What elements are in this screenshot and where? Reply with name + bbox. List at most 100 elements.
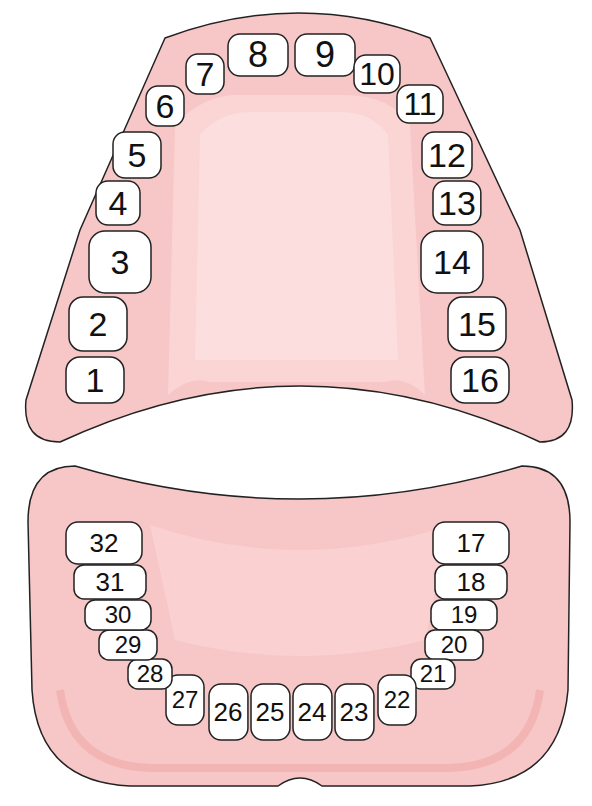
tooth-number: 11 — [403, 88, 436, 120]
tooth: 10 — [353, 54, 401, 94]
tooth-number: 8 — [248, 37, 268, 73]
palate — [168, 95, 425, 395]
tooth-shape — [74, 565, 146, 599]
tooth-shape — [421, 231, 483, 293]
tooth-number: 6 — [156, 89, 175, 123]
tooth-number: 1 — [86, 363, 105, 397]
tooth-shape — [128, 659, 172, 689]
tooth-shape — [422, 132, 472, 178]
tooth-number: 24 — [298, 699, 327, 725]
tooth-shape — [433, 181, 481, 225]
tooth-shape — [451, 357, 509, 403]
lower-gum — [28, 466, 570, 786]
tooth-shape — [96, 181, 140, 225]
tooth: 23 — [334, 683, 375, 741]
tooth-number: 13 — [438, 186, 476, 220]
tooth: 25 — [250, 683, 291, 741]
tooth-shape — [433, 522, 509, 564]
tooth-number: 32 — [90, 530, 119, 556]
tooth: 3 — [88, 230, 152, 294]
tooth-number: 15 — [458, 307, 496, 341]
tooth: 19 — [430, 599, 498, 631]
tooth-shape — [295, 34, 355, 76]
tooth-shape — [99, 630, 157, 660]
tooth: 30 — [84, 599, 152, 631]
tooth-shape — [146, 86, 184, 126]
tooth-number: 14 — [433, 245, 471, 279]
tooth: 26 — [208, 683, 249, 741]
tooth-number: 10 — [359, 58, 395, 90]
tooth: 7 — [185, 53, 225, 95]
tooth: 32 — [65, 521, 143, 565]
tooth-number: 28 — [137, 662, 164, 686]
tooth-shape — [251, 684, 290, 740]
tooth: 6 — [145, 85, 185, 127]
tooth-shape — [69, 297, 127, 351]
tooth-shape — [293, 684, 332, 740]
tooth-shape — [354, 55, 400, 93]
tooth-number: 5 — [128, 138, 147, 172]
tooth: 22 — [377, 674, 417, 726]
tooth-number: 31 — [96, 569, 125, 595]
tooth: 9 — [294, 33, 356, 77]
tooth: 11 — [396, 84, 444, 124]
tooth-number: 7 — [196, 57, 215, 91]
tooth: 15 — [447, 296, 507, 352]
tongue-area — [150, 525, 450, 656]
palate-inner — [195, 112, 398, 360]
tooth-number: 26 — [214, 699, 243, 725]
tooth-shape — [335, 684, 374, 740]
tooth-shape — [66, 357, 124, 403]
tooth: 5 — [112, 131, 162, 179]
tooth-number: 2 — [89, 307, 108, 341]
tooth: 2 — [68, 296, 128, 352]
tooth-shape — [411, 659, 455, 689]
tooth-number: 18 — [457, 569, 486, 595]
tooth-shape — [186, 54, 224, 94]
tooth: 28 — [127, 658, 173, 690]
tooth-shape — [431, 600, 497, 630]
tooth-number: 19 — [451, 603, 478, 627]
tooth: 1 — [65, 356, 125, 404]
tooth: 8 — [227, 33, 289, 77]
tooth: 17 — [432, 521, 510, 565]
tooth-number: 29 — [115, 633, 142, 657]
tooth-shape — [448, 297, 506, 351]
tooth: 4 — [95, 180, 141, 226]
tooth: 14 — [420, 230, 484, 294]
tooth: 18 — [434, 564, 508, 600]
tooth: 21 — [410, 658, 456, 690]
tooth-shape — [435, 565, 507, 599]
tooth-number: 17 — [457, 530, 486, 556]
tooth: 24 — [292, 683, 333, 741]
tooth-shape — [209, 684, 248, 740]
tooth: 29 — [98, 629, 158, 661]
tooth-number: 21 — [420, 662, 447, 686]
tooth-number: 25 — [256, 699, 285, 725]
tooth-shape — [66, 522, 142, 564]
tooth-number: 12 — [428, 138, 466, 172]
tooth-number: 30 — [105, 603, 132, 627]
tooth-number: 16 — [461, 363, 499, 397]
tooth: 13 — [432, 180, 482, 226]
tooth-shape — [378, 675, 416, 725]
tooth-number: 22 — [384, 688, 411, 712]
tooth-shape — [425, 630, 483, 660]
tooth-number: 9 — [315, 37, 335, 73]
tooth: 20 — [424, 629, 484, 661]
tooth-number: 3 — [111, 245, 130, 279]
tooth-number: 20 — [441, 633, 468, 657]
tooth-shape — [85, 600, 151, 630]
tooth-number: 4 — [109, 186, 128, 220]
tooth: 12 — [421, 131, 473, 179]
tooth-shape — [89, 231, 151, 293]
tooth-number: 27 — [172, 688, 199, 712]
tooth-shape — [228, 34, 288, 76]
tooth: 16 — [450, 356, 510, 404]
tooth-shape — [397, 85, 443, 123]
upper-gum — [26, 13, 573, 442]
tooth-shape — [113, 132, 161, 178]
tooth: 31 — [73, 564, 147, 600]
tooth-number: 23 — [340, 699, 369, 725]
